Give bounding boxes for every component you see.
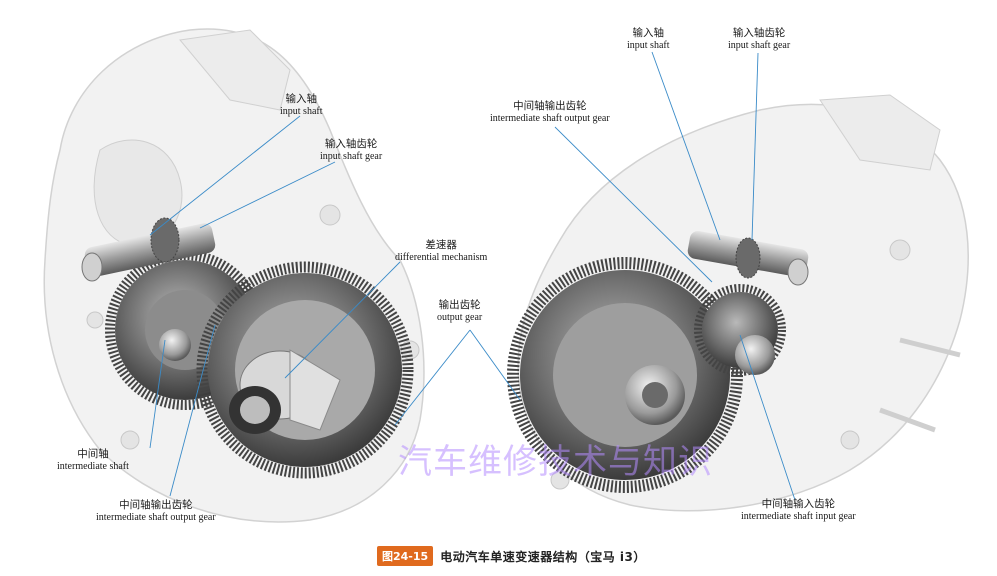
label-output-gear: 输出齿轮 output gear <box>437 299 482 324</box>
label-en: intermediate shaft output gear <box>490 113 610 124</box>
label-zh: 输入轴齿轮 <box>732 27 786 39</box>
figure-caption: 图24-15 电动汽车单速变速器结构（宝马 i3） <box>377 546 646 566</box>
label-en: input shaft <box>627 40 670 51</box>
label-left-input-shaft-gear: 输入轴齿轮 input shaft gear <box>320 138 382 163</box>
label-en: intermediate shaft <box>57 461 129 472</box>
label-en: input shaft gear <box>320 151 383 162</box>
label-differential: 差速器 differential mechanism <box>395 239 487 264</box>
label-right-intermediate-input-gear: 中间轴输入齿轮 intermediate shaft input gear <box>741 498 856 523</box>
label-right-intermediate-output-gear: 中间轴输出齿轮 intermediate shaft output gear <box>490 100 610 125</box>
label-left-intermediate-output-gear: 中间轴输出齿轮 intermediate shaft output gear <box>96 499 216 524</box>
left-differential-gear <box>196 261 414 479</box>
right-input-shaft <box>687 231 809 286</box>
label-zh: 中间轴输出齿轮 <box>119 499 193 511</box>
label-zh: 输出齿轮 <box>438 299 481 311</box>
label-zh: 中间轴输入齿轮 <box>761 498 836 510</box>
label-en: input shaft gear <box>728 40 791 51</box>
label-zh: 中间轴 <box>77 448 109 460</box>
label-en: output gear <box>437 312 483 323</box>
label-left-intermediate-shaft: 中间轴 intermediate shaft <box>57 448 129 473</box>
label-zh: 中间轴输出齿轮 <box>513 100 587 112</box>
label-left-input-shaft: 输入轴 input shaft <box>280 93 323 118</box>
leader-lines <box>149 51 796 501</box>
label-en: differential mechanism <box>395 252 488 263</box>
label-en: intermediate shaft output gear <box>96 512 216 523</box>
label-zh: 差速器 <box>425 239 457 251</box>
label-zh: 输入轴 <box>632 27 665 39</box>
watermark-text: 汽车维修技术与知识 <box>398 442 713 482</box>
label-zh: 输入轴齿轮 <box>324 138 378 150</box>
label-zh: 输入轴 <box>285 93 318 105</box>
right-intermediate-gears <box>694 284 786 376</box>
label-right-input-shaft: 输入轴 input shaft <box>627 27 670 52</box>
figure-title: 电动汽车单速变速器结构（宝马 i3） <box>440 549 646 564</box>
label-en: input shaft <box>280 106 323 117</box>
figure-number-badge: 图24-15 <box>377 546 434 566</box>
label-right-input-shaft-gear: 输入轴齿轮 input shaft gear <box>728 27 790 52</box>
label-en: intermediate shaft input gear <box>741 511 856 522</box>
